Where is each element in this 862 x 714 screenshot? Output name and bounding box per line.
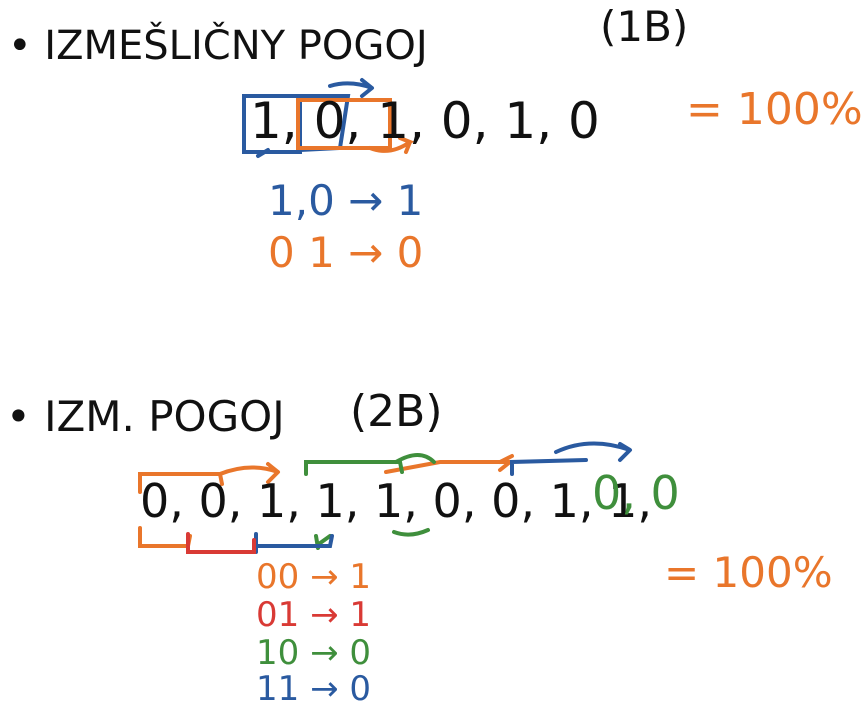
section1-percent: = 100% [686,84,862,135]
section1-tag: (1B) [600,2,689,51]
section2-percent: = 100% [664,548,833,597]
section1-rule-2: 0 1 → 0 [268,228,424,277]
section2-rule-2: 01 → 1 [256,595,371,635]
section2-bracket-green [304,453,436,550]
section1-heading: • IZMEŠLIČNY POGOJ [8,23,428,69]
section1-sequence: 1, 0, 1, 0, 1, 0 [250,92,600,150]
section1-window-orange [296,98,415,154]
section2-sequence-green: 0, 0 [592,466,680,520]
section2-heading: • IZM. POGOJ [6,392,285,441]
section2-bracket-orange [138,454,514,548]
section2-rule-3: 10 → 0 [256,633,371,673]
section2-rule-1: 00 → 1 [256,557,371,597]
section2-bracket-red [186,532,256,554]
section1-rule-1: 1,0 → 1 [268,176,424,225]
section2-sequence: 0, 0, 1, 1, 1, 0, 0, 1, 1, [140,474,652,528]
section2-tag: (2B) [350,386,443,437]
section2-rule-4: 11 → 0 [256,669,371,709]
